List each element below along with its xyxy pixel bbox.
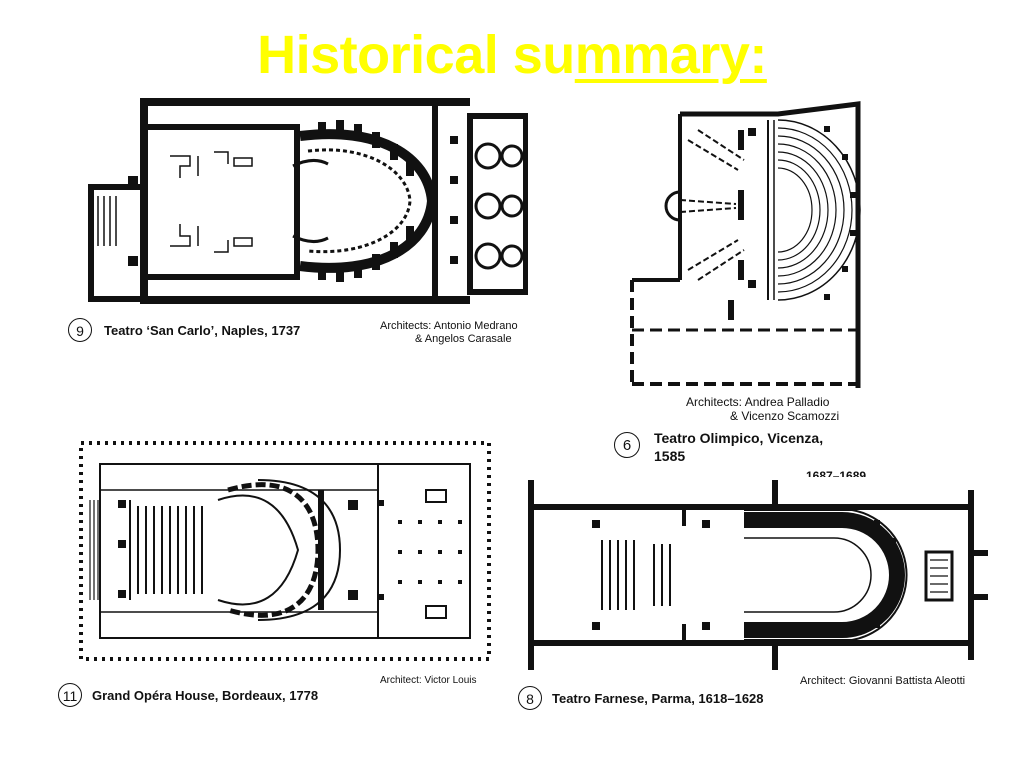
architects-san-carlo-2: & Angelos Carasale <box>415 333 512 345</box>
architects-olimpico-2: & Vicenzo Scamozzi <box>730 409 840 423</box>
title-prefix: Historical su <box>257 25 575 85</box>
plan-number-11: 11 <box>58 683 82 707</box>
architects-bordeaux: Architect: Victor Louis <box>380 675 477 686</box>
plan-name-olimpico-2: 1585 <box>654 448 686 464</box>
bordeaux-floor-plan <box>79 441 491 661</box>
architects-farnese: Architect: Giovanni Battista Aleotti <box>800 675 966 687</box>
plan-name-olimpico-1: Teatro Olimpico, Vicenza, <box>654 430 824 446</box>
slide-title: Historical summary: <box>0 24 1024 86</box>
plan-number-8: 8 <box>518 686 542 710</box>
clipped-date-label: 1687–1689 <box>806 469 867 477</box>
plan-name-san-carlo: Teatro ‘San Carlo’, Naples, 1737 <box>104 323 301 338</box>
farnese-floor-plan <box>528 480 988 670</box>
plan-number-9: 9 <box>68 318 92 342</box>
architects-san-carlo-1: Architects: Antonio Medrano <box>380 320 518 332</box>
architects-olimpico-1: Architects: Andrea Palladio <box>686 395 830 409</box>
san-carlo-floor-plan <box>88 98 528 304</box>
title-underlined: mmary: <box>574 25 768 85</box>
plan-number-6: 6 <box>614 432 640 458</box>
plan-name-bordeaux: Grand Opéra House, Bordeaux, 1778 <box>92 688 319 703</box>
plan-name-farnese: Teatro Farnese, Parma, 1618–1628 <box>552 691 764 706</box>
olimpico-floor-plan <box>630 101 861 388</box>
